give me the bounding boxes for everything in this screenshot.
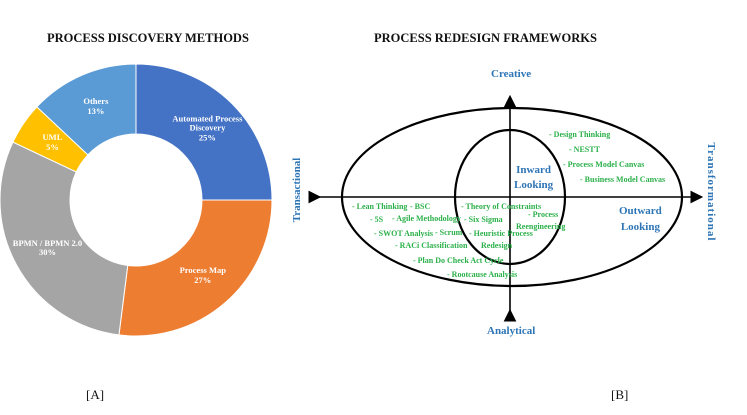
axis-top-label: Creative [491,68,532,80]
donut-chart [0,63,273,337]
slice-value: 27% [194,274,212,285]
framework-item: - Heuristic Process [469,229,533,238]
framework-item: Redesign [481,241,513,250]
axis-left-label: Transactional [291,157,303,223]
slice-name: Automated Process Discovery [172,112,243,133]
framework-item: - SWOT Analysis [374,229,433,238]
donut-slice [36,63,137,156]
diagram-title: PROCESS REDESIGN FRAMEWORKS [374,31,597,45]
slice-name: BPMN / BPMN 2.0 [12,237,83,248]
slice-value: 13% [87,106,105,117]
slice-value: 5% [46,142,59,153]
outward-line2: Looking [620,221,660,233]
caption-b: [B] [611,387,629,402]
framework-item: - Plan Do Check Act Cycle [413,256,504,265]
outward-line1: Outward [619,205,662,217]
inward-line2: Looking [514,179,554,191]
donut-slice [118,199,273,337]
framework-item: - Lean Thinking [352,202,408,211]
framework-item: - Rootcause Analysis [447,270,518,279]
framework-item: - Process Model Canvas [563,160,645,169]
framework-item: Reengineering [516,222,566,231]
framework-item: - RACi Classification [395,241,468,250]
slice-name: Others [83,96,109,107]
inward-line1: Inward [516,164,551,176]
framework-item: - Six Sigma [464,215,503,224]
caption-a: [A] [86,387,105,402]
slice-name: Process Map [179,264,226,275]
donut-slice [135,63,273,201]
donut-title: PROCESS DISCOVERY METHODS [47,31,249,45]
donut-slice [0,141,129,336]
inward-looking-label: Inward Looking [514,163,553,193]
outward-looking-label: Outward Looking [619,203,662,235]
framework-item: - Business Model Canvas [580,175,666,184]
framework-item: - Design Thinking [549,130,611,139]
slice-value: 25% [198,132,216,143]
framework-item: - BSC [410,202,431,211]
axis-bottom-label: Analytical [487,325,536,337]
framework-item: - Process [528,210,559,219]
axis-right-label: Transformational [705,142,717,242]
slice-name: UML [42,132,63,143]
framework-item: - Theory of Constraints [461,202,542,211]
framework-item: - NESTT [569,145,600,154]
framework-item: - 5S [370,215,384,224]
framework-item: - Scrum [435,228,463,237]
slice-value: 30% [38,247,56,258]
framework-item: - Agile Methodology [392,214,461,223]
